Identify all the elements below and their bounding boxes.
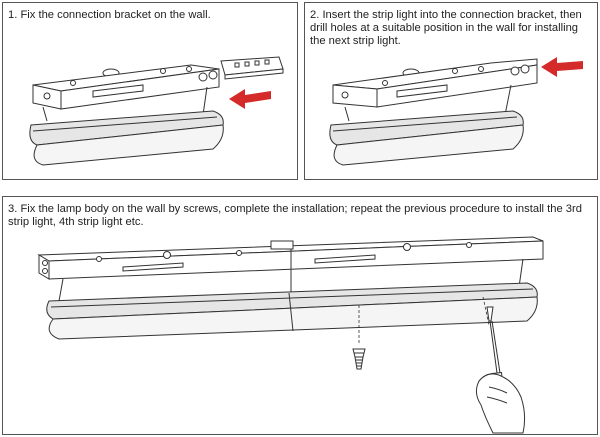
strip-light-icon — [37, 236, 544, 340]
step-2-panel: 2. Insert the strip light into the conne… — [304, 2, 598, 180]
strip-light-icon — [29, 64, 224, 166]
step-3-panel: 3. Fix the lamp body on the wall by scre… — [2, 196, 598, 435]
connection-bracket-icon — [220, 56, 284, 80]
screw-icon — [352, 348, 366, 370]
step-3-illustration — [37, 236, 544, 434]
hand-icon — [475, 373, 526, 434]
step-1-text: 1. Fix the connection bracket on the wal… — [8, 9, 211, 21]
step-3-text: 3. Fix the lamp body on the wall by scre… — [8, 203, 582, 228]
step-1-illustration — [29, 56, 284, 166]
red-arrow-icon — [229, 89, 271, 109]
strip-light-icon — [329, 58, 538, 166]
step-2-text: 2. Insert the strip light into the conne… — [310, 9, 582, 47]
red-arrow-icon — [541, 57, 583, 77]
step-1-panel: 1. Fix the connection bracket on the wal… — [2, 2, 298, 180]
step-2-illustration — [329, 57, 583, 166]
